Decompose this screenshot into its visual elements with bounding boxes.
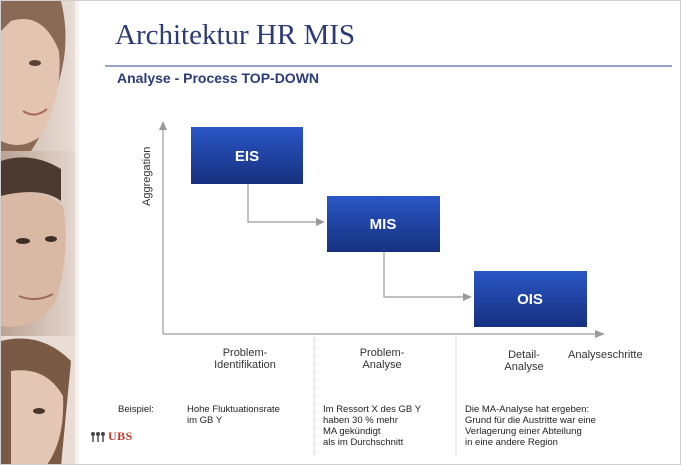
example-col2-line: MA gekündigt — [323, 426, 381, 437]
ubs-logo-text: UBS — [108, 429, 133, 443]
box-mis-label: MIS — [370, 216, 397, 233]
example-col3: Die MA-Analyse hat ergeben: Grund für di… — [465, 404, 596, 448]
column-heading-3-line1: Detail- — [508, 349, 540, 361]
ubs-logo: UBS — [90, 429, 133, 444]
connector-arrow — [316, 218, 325, 226]
x-axis-label: Analyseschritte — [568, 349, 643, 361]
portrait-photos — [1, 1, 79, 464]
box-ois — [474, 271, 587, 327]
column-heading-2: Problem- Analyse — [341, 347, 423, 371]
slide-title: Architektur HR MIS — [115, 19, 356, 51]
slide-subtitle: Analyse - Process TOP-DOWN — [117, 70, 320, 86]
example-col3-line: Verlagerung einer Abteilung — [465, 426, 582, 437]
y-axis-label: Aggregation — [141, 147, 153, 206]
photo-strip — [1, 1, 79, 464]
box-mis — [327, 196, 440, 252]
example-col1: Hohe Fluktuationsrate im GB Y — [187, 404, 280, 426]
ubs-keys-icon — [91, 431, 105, 442]
example-col2-line: als im Durchschnitt — [323, 437, 404, 448]
y-axis-arrow — [159, 121, 167, 130]
example-col3-line: in eine andere Region — [465, 437, 558, 448]
column-heading-1-line1: Problem- — [222, 347, 268, 359]
column-heading-2-line2: Analyse — [362, 359, 402, 371]
example-col3-line: Grund für die Austritte war eine — [465, 415, 596, 426]
example-col2-line: Im Ressort X des GB Y — [323, 404, 422, 415]
example-col1-line: Hohe Fluktuationsrate — [187, 404, 280, 415]
connector-mis-ois — [383, 252, 464, 298]
column-heading-3-line2: Analyse — [504, 361, 544, 373]
box-eis-label: EIS — [235, 148, 259, 165]
example-col2-line: haben 30 % mehr — [323, 415, 398, 426]
example-label: Beispiel: — [118, 404, 154, 415]
column-heading-2-line1: Problem- — [359, 347, 405, 359]
title-divider — [105, 65, 672, 67]
example-col2: Im Ressort X des GB Y haben 30 % mehr MA… — [323, 404, 421, 448]
column-heading-3: Detail- Analyse — [489, 349, 559, 373]
connector-eis-mis — [247, 184, 317, 223]
column-heading-1-line2: Identifikation — [214, 359, 276, 371]
connector-arrow — [463, 293, 472, 301]
example-col3-line: Die MA-Analyse hat ergeben: — [465, 404, 590, 415]
box-ois-label: OIS — [517, 291, 543, 308]
column-heading-1: Problem- Identifikation — [199, 347, 291, 371]
box-eis — [191, 127, 303, 184]
example-col1-line: im GB Y — [187, 415, 223, 426]
x-axis-arrow — [595, 330, 605, 338]
